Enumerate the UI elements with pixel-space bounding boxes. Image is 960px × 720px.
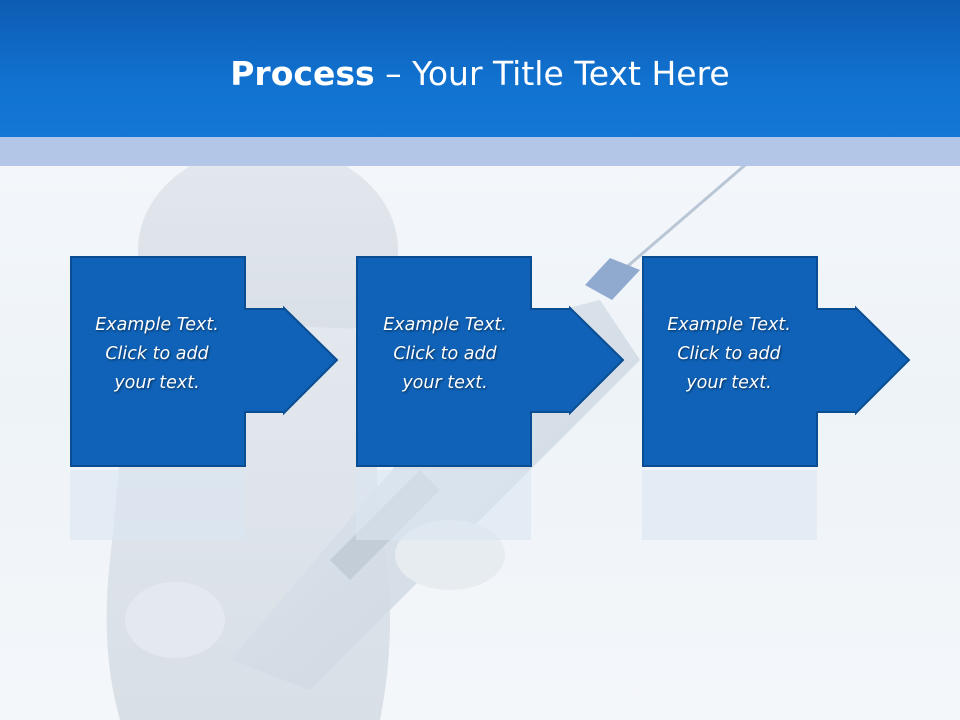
- header-bar: [0, 0, 960, 137]
- process-step-3-arrow[interactable]: [642, 256, 912, 468]
- title-rest: – Your Title Text Here: [374, 54, 730, 93]
- process-step-2-arrow[interactable]: [356, 256, 626, 468]
- process-step-2-text[interactable]: Example Text. Click to add your text.: [383, 315, 507, 393]
- process-step-3-text[interactable]: Example Text. Click to add your text.: [667, 315, 791, 393]
- slide-title[interactable]: Process – Your Title Text Here: [0, 52, 960, 96]
- header-band: [0, 137, 960, 166]
- process-step-1-text[interactable]: Example Text. Click to add your text.: [95, 315, 219, 393]
- process-step-1-arrow[interactable]: [70, 256, 340, 468]
- title-bold: Process: [230, 54, 375, 93]
